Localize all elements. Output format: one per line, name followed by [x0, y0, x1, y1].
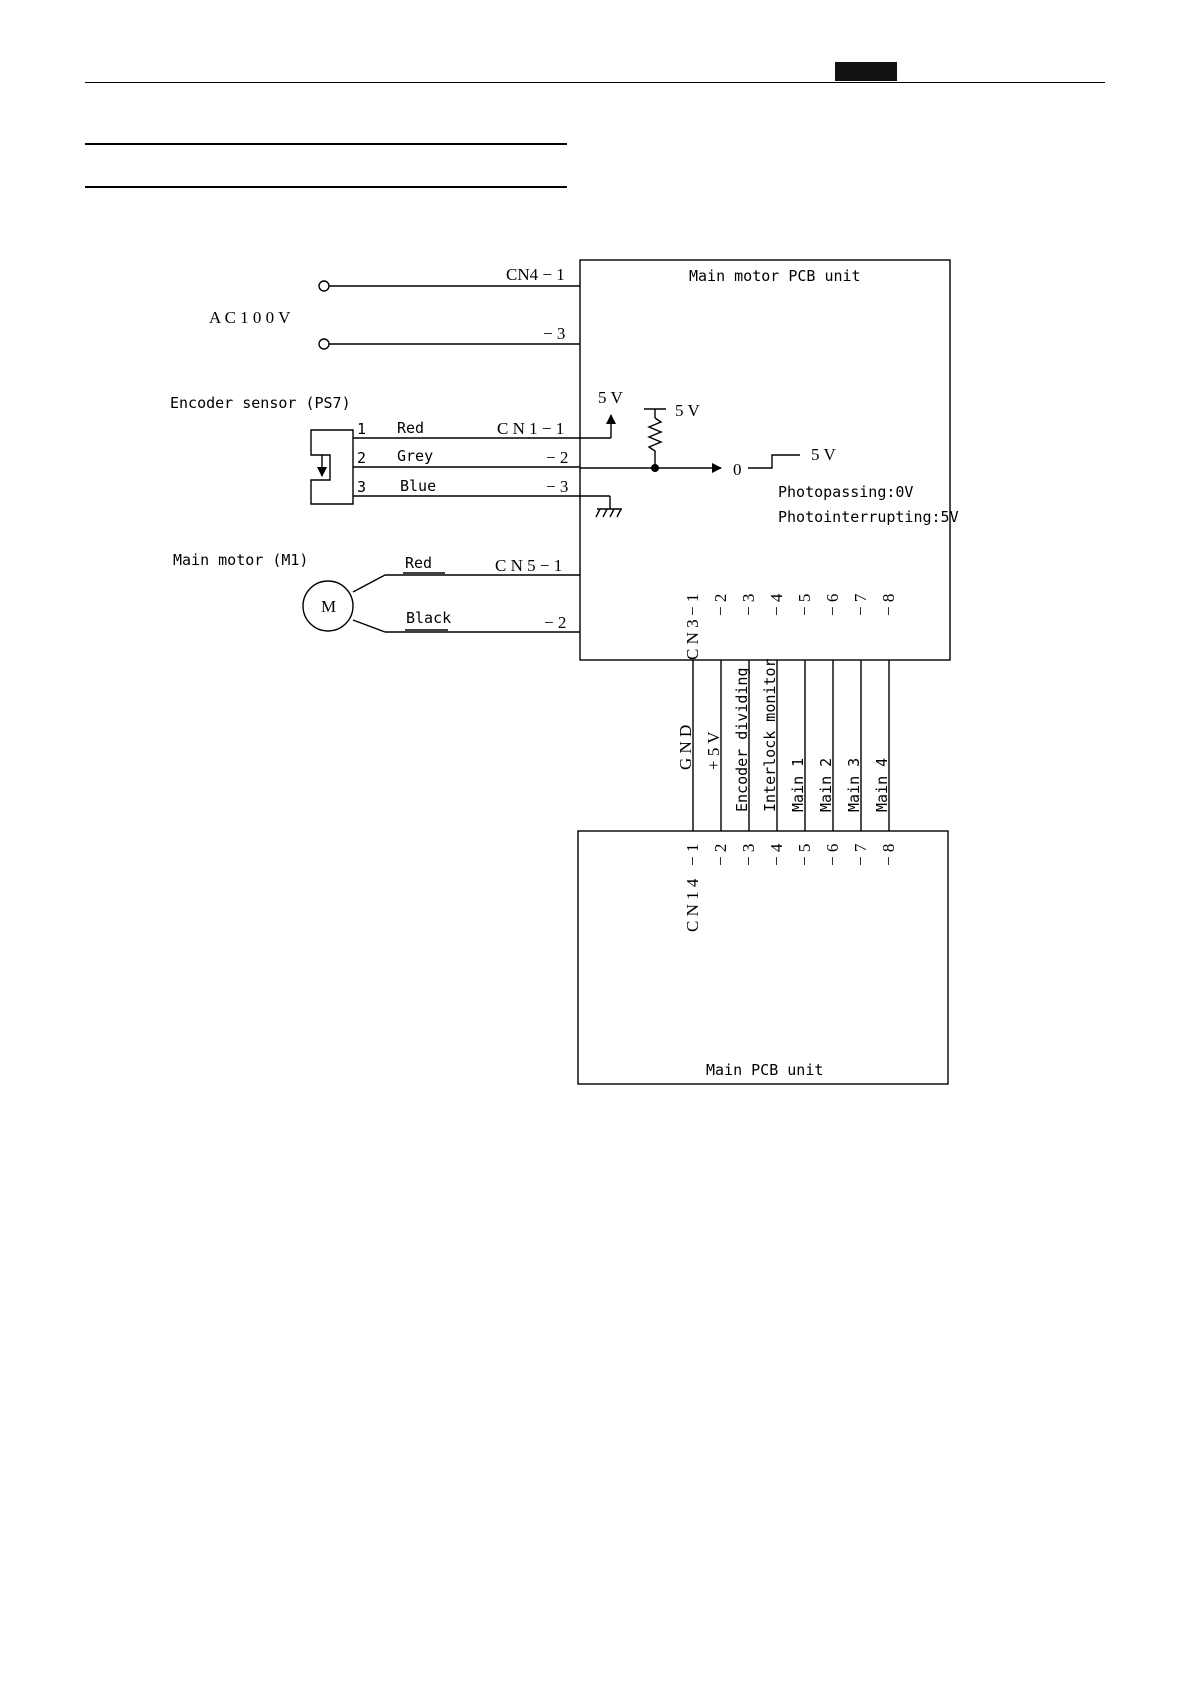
photopassing-note: Photopassing:0V — [778, 483, 913, 501]
cn14-pin-label: − 5 — [795, 844, 814, 866]
ac-terminal-2 — [318, 338, 330, 350]
pullup-resistor — [647, 417, 663, 467]
main-motor-title: Main motor (M1) — [173, 551, 308, 569]
supply-5v-b: 5 V — [675, 401, 700, 420]
encoder-wire-grey: Grey — [397, 447, 433, 465]
cn3-pin-label: − 4 — [767, 593, 786, 616]
motor-wire-black: Black — [406, 609, 451, 627]
main-motor-letter: M — [321, 597, 336, 616]
signal-label: Main 4 — [873, 758, 891, 812]
wave-low-label: 0 — [733, 460, 742, 479]
encoder-sensor-title: Encoder sensor (PS7) — [170, 394, 351, 412]
ground-symbol — [595, 508, 622, 518]
cn3-pin-label: − 8 — [879, 594, 898, 616]
signal-label: G N D — [676, 725, 695, 770]
encoder-pin2-num: 2 — [357, 449, 366, 467]
wave-high-label: 5 V — [811, 445, 836, 464]
cn14-pin-label: − 4 — [767, 843, 786, 866]
cn3-pin-label: − 5 — [795, 594, 814, 616]
cn5-pin1-label: C N 5 − 1 — [495, 556, 562, 575]
encoder-pin3-num: 3 — [357, 478, 366, 496]
photointerrupting-note: Photointerrupting:5V — [778, 508, 959, 526]
cn3-pin-label: − 6 — [823, 594, 842, 616]
signal-label: Main 2 — [817, 758, 835, 812]
motor-wire-red: Red — [405, 554, 432, 572]
cn14-pin-label: − 6 — [823, 844, 842, 866]
encoder-pin1-num: 1 — [357, 420, 366, 438]
supply-5v-a: 5 V — [598, 388, 623, 407]
cn3-pin-label: − 3 — [739, 594, 758, 616]
cn1-pin2-label: − 2 — [546, 448, 568, 467]
signal-label: Main 3 — [845, 758, 863, 812]
signal-label: Encoder dividing — [733, 668, 751, 813]
signal-label: Interlock monitor — [761, 658, 779, 812]
cn3-pin-label: − 7 — [851, 593, 870, 616]
main-motor-pcb-title: Main motor PCB unit — [689, 267, 861, 285]
header-rule — [85, 82, 1105, 83]
cn14-pin-label: − 8 — [879, 844, 898, 866]
cn3-pin-label: − 2 — [711, 594, 730, 616]
main-motor-symbol — [302, 580, 354, 632]
cn1-pin3-label: − 3 — [546, 477, 568, 496]
cn1-pin1-label: C N 1 − 1 — [497, 419, 564, 438]
cn3-name: C N 3 — [683, 619, 702, 660]
cn5-pin2-label: − 2 — [544, 613, 566, 632]
cn4-pin1-label: CN4 − 1 — [506, 265, 565, 284]
main-pcb-title: Main PCB unit — [706, 1061, 823, 1079]
signal-label: Main 1 — [789, 758, 807, 812]
encoder-wire-blue: Blue — [400, 477, 436, 495]
cn14-pin-label: − 3 — [739, 844, 758, 866]
cn14-pin-label: − 7 — [851, 843, 870, 866]
encoder-sensor-symbol — [310, 429, 354, 505]
waveform — [748, 454, 800, 469]
section-rule-top — [85, 143, 567, 145]
main-pcb-box — [577, 830, 949, 1085]
connector-harness: − 1 − 1 G N D − 2 − 2 + 5 V − 3 − 3 Encoder divi… — [676, 593, 898, 932]
ac-supply-label: A C 1 0 0 V — [209, 308, 291, 327]
encoder-wire-red: Red — [397, 419, 424, 437]
cn14-name: C N 1 4 — [683, 878, 702, 932]
main-motor-pcb-box — [579, 259, 951, 661]
ac-terminal-1 — [318, 280, 330, 292]
cn3-pin-label: − 1 — [683, 594, 702, 616]
cn14-pin-label: − 1 — [683, 844, 702, 866]
cn14-pin-label: − 2 — [711, 844, 730, 866]
header-tab — [835, 62, 897, 81]
section-rule-bottom — [85, 186, 567, 188]
cn4-pin3-label: − 3 — [543, 324, 565, 343]
signal-label: + 5 V — [704, 731, 723, 770]
